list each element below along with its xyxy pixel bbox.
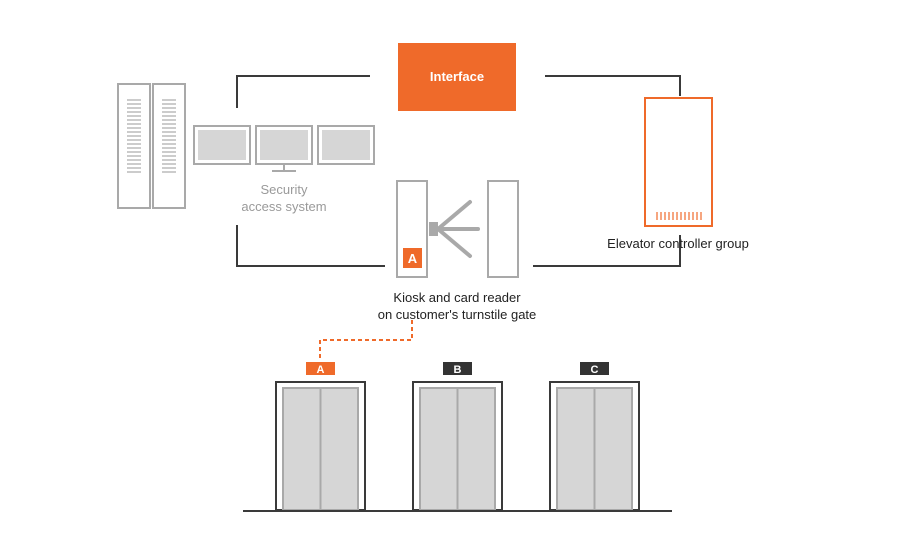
connection-lines <box>236 75 681 267</box>
interface-box: Interface <box>398 43 516 111</box>
line-interface-to-controller <box>545 75 681 96</box>
interface-label: Interface <box>430 69 484 84</box>
elevator-c: C <box>549 362 640 511</box>
server-towers-icon <box>117 83 186 209</box>
elevator-b-badge-label: B <box>454 364 462 376</box>
elevator-a-badge-label: A <box>317 364 325 376</box>
elevator-a: A <box>275 362 366 511</box>
security-label-line1: Security <box>261 182 308 197</box>
monitors-icon <box>193 125 375 172</box>
elevator-b: B <box>412 362 503 511</box>
elevator-c-badge-label: C <box>591 364 599 376</box>
elevator-controller-label: Elevator controller group <box>607 236 749 251</box>
kiosk-badge-label: A <box>408 251 418 266</box>
security-label-line2: access system <box>241 199 326 214</box>
elevator-controller-cabinet-icon <box>644 97 713 227</box>
kiosk-label-line1: Kiosk and card reader <box>393 290 521 305</box>
line-turnstile-to-controller <box>533 235 681 267</box>
kiosk-label-line2: on customer's turnstile gate <box>378 307 537 322</box>
kiosk-badge: A <box>403 248 422 268</box>
dashed-connector-to-elevator-a <box>319 320 413 360</box>
line-security-to-interface <box>236 75 370 108</box>
turnstile-gate-icon <box>396 180 519 278</box>
line-security-to-kiosk <box>236 225 385 267</box>
